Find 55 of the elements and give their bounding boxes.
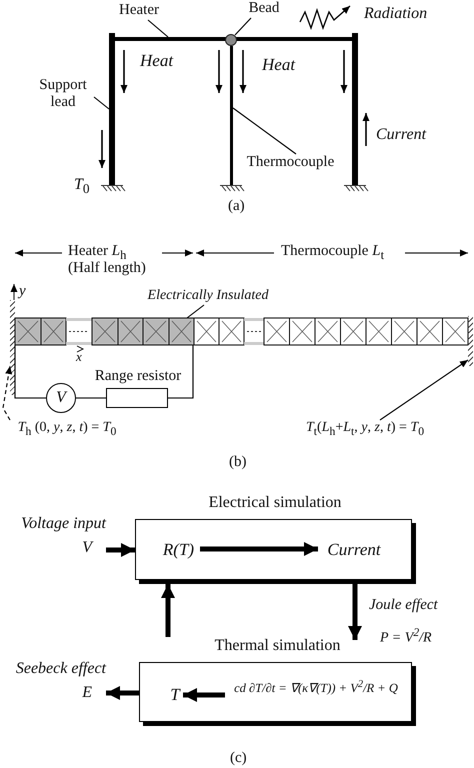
voltmeter-symbol: V — [46, 383, 76, 413]
variable-symbol: E — [82, 684, 92, 702]
wall-hatch — [10, 300, 15, 395]
edge-label: Joule effect — [367, 597, 440, 614]
arrow — [106, 543, 135, 557]
leader-line — [234, 18, 252, 36]
part-label: Support lead — [32, 77, 94, 113]
leader-line — [148, 20, 168, 38]
wall-hatch — [468, 316, 473, 366]
box-text: R(T) — [156, 540, 201, 562]
leader-line — [232, 108, 296, 154]
wire — [76, 397, 106, 399]
boundary-condition: T$_{t}$(L$_{h}$+L$_{t}$, y, z, t) = T$_{0}$ — [290, 420, 440, 440]
part-label: Heater — [110, 2, 168, 20]
output-label: Seebeck effect — [16, 660, 106, 678]
panel-label: (b) — [229, 454, 246, 470]
panel-label: (c) — [230, 750, 247, 766]
effect-label: Heat — [262, 56, 296, 75]
heater-wire — [112, 37, 355, 41]
boundary-condition: T$_{h}$ (0, y, z, t) = T$_{0}$ — [6, 420, 128, 440]
leader-arrow — [380, 360, 468, 420]
temperature-label: T$_{0}$ — [74, 176, 90, 197]
part-label: Bead — [243, 0, 285, 18]
effect-label: Radiation — [364, 5, 428, 23]
dimension-label: (Half length) — [68, 260, 146, 276]
bead-circle — [225, 34, 237, 46]
box-title: Electrical simulation — [208, 494, 342, 512]
dimension-label: Heater L$_{h}$ — [68, 243, 126, 262]
leader-line — [94, 96, 110, 110]
box-text: Current — [319, 540, 389, 562]
arrow — [183, 688, 225, 702]
effect-label: Current — [376, 126, 426, 144]
wire — [14, 345, 46, 399]
resistor-label: Range resistor — [94, 368, 182, 385]
variable-symbol: V — [82, 539, 92, 557]
panel-label: (a) — [228, 198, 245, 214]
arrow — [200, 542, 318, 556]
input-label: Voltage input — [21, 515, 106, 533]
formula: P = V$^{2}$/R — [380, 627, 432, 646]
wire — [168, 345, 194, 399]
box-text: T — [166, 685, 184, 707]
dimension-label: Thermocouple L$_{t}$ — [281, 243, 384, 263]
leader-arrow — [2, 366, 12, 420]
axis-label: x — [76, 350, 82, 364]
axis-label: y — [19, 283, 26, 300]
thermocouple-wire — [230, 46, 233, 185]
support-lead — [109, 33, 115, 185]
heater-rod — [15, 318, 194, 345]
arrow — [161, 584, 175, 637]
equation: cd ∂T/∂t = ∇(κ∇(T)) + V$^{2}$/R + Q — [226, 679, 406, 713]
effect-label: Heat — [140, 52, 174, 71]
note-text: Electrically Insulated — [134, 288, 282, 305]
leader-line — [186, 304, 204, 318]
part-label: Thermocouple — [238, 154, 343, 172]
arrow — [106, 686, 139, 700]
